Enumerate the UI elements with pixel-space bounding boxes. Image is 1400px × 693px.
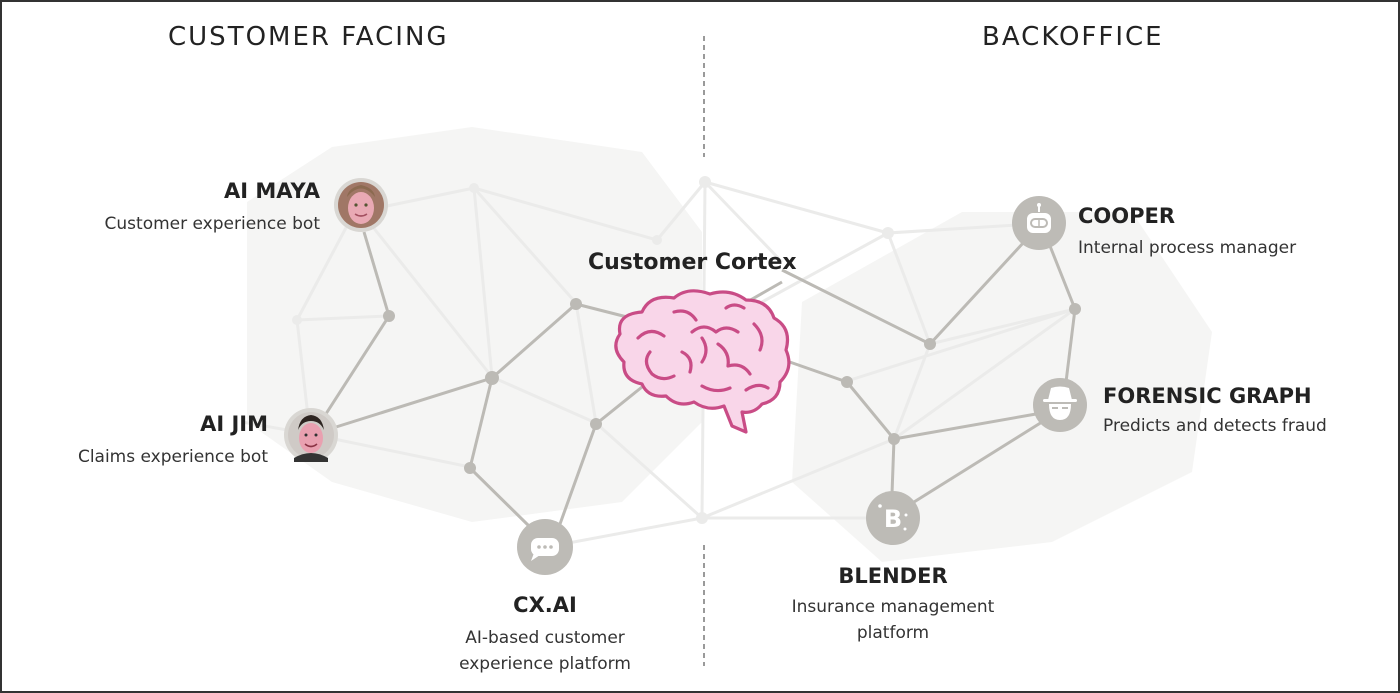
junction-dot xyxy=(590,418,602,430)
edge xyxy=(575,302,628,319)
cooper-subtitle: Internal process manager xyxy=(1078,238,1297,258)
blender-subtitle-line-1: Insurance management xyxy=(791,597,995,617)
edge xyxy=(893,307,1076,441)
edge xyxy=(929,307,1076,346)
junction-dot xyxy=(570,298,582,310)
blender-node[interactable]: B xyxy=(866,491,920,545)
cx-ai-title[interactable]: CX.AI xyxy=(513,593,577,617)
cx-ai-subtitle-line-1: AI-based customer xyxy=(465,628,625,648)
forensic-graph-node[interactable] xyxy=(1033,378,1087,432)
ai-jim-title[interactable]: AI JIM xyxy=(200,412,268,436)
faint-dot xyxy=(469,183,479,193)
faint-dot xyxy=(882,227,894,239)
faint-dot xyxy=(696,512,708,524)
edge xyxy=(703,180,784,264)
faint-dots xyxy=(292,176,894,524)
edge xyxy=(892,343,932,440)
edge xyxy=(701,437,895,520)
ai-jim-subtitle: Claims experience bot xyxy=(77,447,268,467)
ai-jim-avatar[interactable] xyxy=(284,408,338,462)
cx-ai-node[interactable] xyxy=(517,519,573,575)
forensic-graph-subtitle: Predicts and detects fraud xyxy=(1103,416,1327,436)
blender-b-icon: B xyxy=(878,504,908,533)
edge xyxy=(362,231,391,317)
edge xyxy=(558,423,598,525)
brain-icon xyxy=(614,289,791,434)
edge xyxy=(472,187,494,378)
edge xyxy=(845,381,896,440)
junction-dot xyxy=(1069,303,1081,315)
edge xyxy=(846,307,1076,383)
junction-dots xyxy=(383,298,1081,474)
edge xyxy=(473,186,658,242)
edge xyxy=(704,180,889,235)
edge xyxy=(655,181,707,241)
edge xyxy=(886,232,932,345)
customer-cortex-title: Customer Cortex xyxy=(588,250,797,275)
faint-dot xyxy=(652,235,662,245)
edge xyxy=(574,302,598,424)
robot-icon xyxy=(1027,203,1051,233)
edge xyxy=(1048,245,1077,310)
junction-dot xyxy=(485,371,499,385)
edge xyxy=(893,412,1037,441)
edge xyxy=(783,358,848,384)
blender-title[interactable]: BLENDER xyxy=(838,564,948,588)
cooper-title[interactable]: COOPER xyxy=(1078,204,1176,228)
edge xyxy=(746,280,783,304)
edge xyxy=(491,375,597,425)
spy-icon xyxy=(1043,386,1077,420)
edge xyxy=(913,420,1043,504)
edge xyxy=(595,385,643,426)
edge xyxy=(468,377,494,469)
ai-maya-subtitle: Customer experience bot xyxy=(104,214,320,234)
edge xyxy=(296,314,388,322)
edge xyxy=(386,186,475,208)
ai-maya-avatar[interactable] xyxy=(334,178,388,232)
header-backoffice: BACKOFFICE xyxy=(982,22,1164,52)
edge xyxy=(472,187,578,304)
edge xyxy=(761,231,889,304)
edge xyxy=(594,421,704,520)
chat-bubble-icon xyxy=(531,538,559,561)
strong-edges xyxy=(320,231,1077,529)
junction-dot xyxy=(841,376,853,388)
edge xyxy=(1064,308,1077,383)
edge xyxy=(546,516,703,549)
edge xyxy=(491,302,577,380)
junction-dot xyxy=(464,462,476,474)
cooper-node[interactable] xyxy=(1012,196,1066,250)
edge xyxy=(320,315,391,421)
blender-subtitle-line-2: platform xyxy=(856,623,930,643)
edge xyxy=(468,466,532,529)
faint-dot xyxy=(292,315,302,325)
edge xyxy=(335,376,493,429)
halo-right xyxy=(792,212,1212,562)
edge xyxy=(887,222,1035,235)
header-customer-facing: CUSTOMER FACING xyxy=(168,22,449,52)
faint-dot xyxy=(699,176,711,188)
edge xyxy=(355,206,494,378)
cx-ai-subtitle-line-2: experience platform xyxy=(459,654,631,674)
edge xyxy=(781,268,931,346)
junction-dot xyxy=(888,433,900,445)
junction-dot xyxy=(924,338,936,350)
junction-dot xyxy=(383,310,395,322)
forensic-graph-title[interactable]: FORENSIC GRAPH xyxy=(1103,384,1312,408)
svg-text:B: B xyxy=(884,505,902,533)
edge xyxy=(928,240,1026,346)
edge xyxy=(890,438,896,495)
ai-maya-title[interactable]: AI MAYA xyxy=(224,179,320,203)
